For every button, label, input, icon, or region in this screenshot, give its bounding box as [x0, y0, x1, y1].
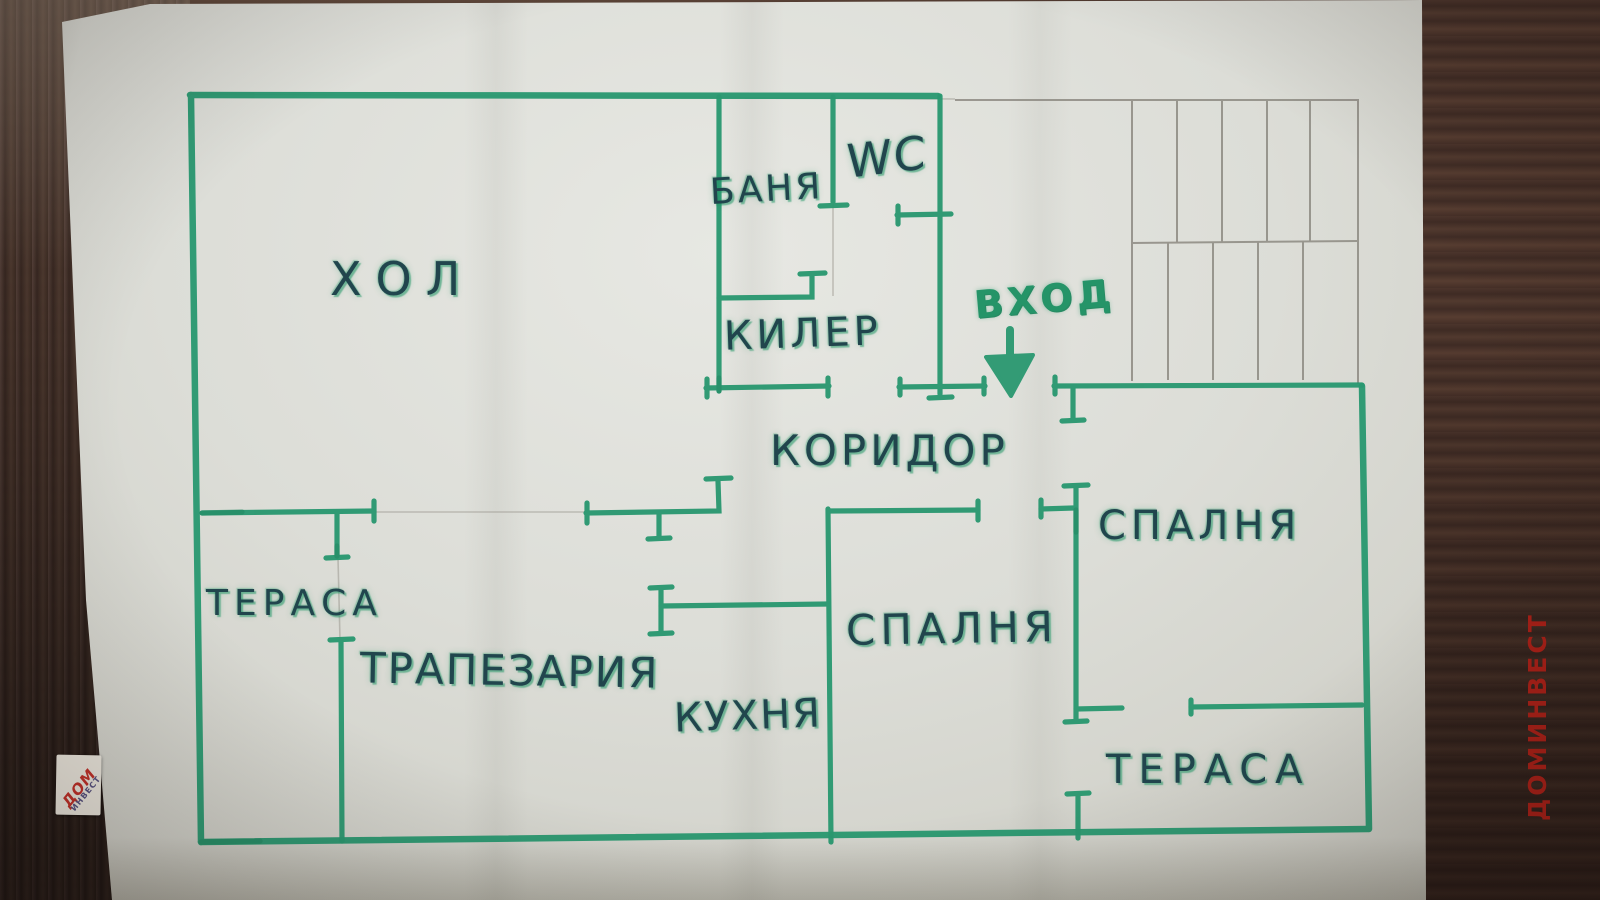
room-label-corridor: КОРИДОР	[770, 426, 1009, 475]
pencil-guide-lines	[189, 93, 956, 641]
room-label-bedroom-middle: СПАЛНЯ	[845, 602, 1059, 655]
room-label-bath: БАНЯ	[708, 166, 825, 213]
room-label-dining: ТРАПЕЗАРИЯ	[359, 643, 660, 698]
brand-side-text: ДОМИНВЕСТ	[1523, 612, 1552, 821]
entrance-arrow-icon	[984, 326, 1035, 398]
outer-walls	[186, 91, 1373, 846]
pencil-staircase	[955, 99, 1359, 384]
marker-overlap-strokes	[198, 375, 1079, 845]
room-label-terrace-right: ТЕРАСА	[1106, 747, 1311, 793]
room-label-entrance: ВХОД	[972, 270, 1117, 328]
room-label-wc: WC	[845, 124, 928, 190]
room-label-terrace-left: ТЕРАСА	[206, 583, 383, 624]
room-label-bedroom-right: СПАЛНЯ	[1098, 503, 1302, 549]
room-label-hall: ХОЛ	[330, 252, 475, 306]
brand-sticker: ДОМ ИНВЕСТ	[55, 754, 102, 816]
room-label-kitchen: КУХНЯ	[673, 690, 823, 742]
room-label-pantry: КИЛЕР	[723, 308, 883, 360]
